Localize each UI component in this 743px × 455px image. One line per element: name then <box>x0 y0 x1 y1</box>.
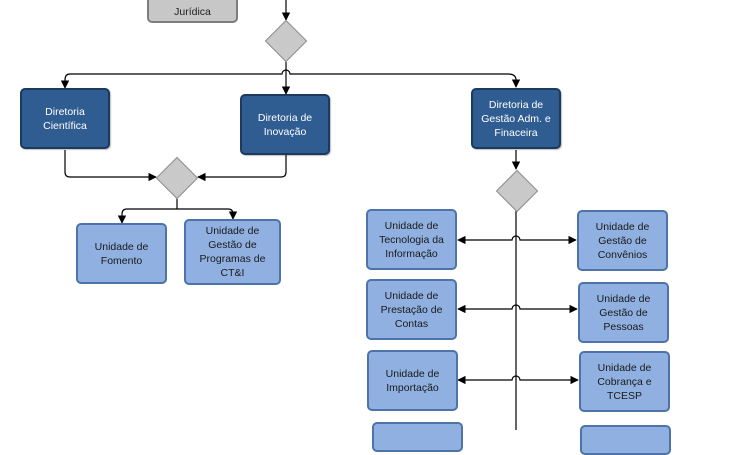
unit-programas-label: Unidade de Gestão de Programas de CT&I <box>199 225 266 279</box>
unit-programas[interactable]: Unidade de Gestão de Programas de CT&I <box>184 219 281 285</box>
connector-row3 <box>457 375 579 385</box>
directorate-inovacao-label: Diretoria de Inovação <box>257 111 313 138</box>
unit-gestao-pessoas[interactable]: Unidade de Gestão de Pessoas <box>578 282 669 343</box>
connector-left-branch <box>127 208 238 220</box>
connector-to-fomento <box>117 208 128 224</box>
unit-partial-left[interactable] <box>372 422 463 452</box>
connector-row1 <box>457 235 577 245</box>
unit-importacao-label: Unidade de Importação <box>385 367 440 394</box>
connector-branch-horizontal <box>70 69 517 81</box>
directorate-gestao-label: Diretoria de Gestão Adm. e Finaceira <box>481 98 551 139</box>
unit-prestacao-contas[interactable]: Unidade de Prestação de Contas <box>366 279 457 340</box>
unit-tecnologia[interactable]: Unidade de Tecnologia da Informação <box>366 209 457 270</box>
connector-row2 <box>457 304 578 314</box>
directorate-cientifica[interactable]: Diretoria Científica <box>20 88 110 149</box>
unit-convenios-label: Unidade de Gestão de Convênios <box>595 220 650 261</box>
connector-inovacao-to-gateway <box>197 155 287 182</box>
unit-fomento[interactable]: Unidade de Fomento <box>76 223 167 284</box>
unit-fomento-label: Unidade de Fomento <box>94 240 149 267</box>
unit-cobranca[interactable]: Unidade de Cobrança e TCESP <box>579 351 670 412</box>
directorate-gestao[interactable]: Diretoria de Gestão Adm. e Finaceira <box>471 88 561 149</box>
unit-cobranca-label: Unidade de Cobrança e TCESP <box>597 361 652 402</box>
unit-convenios[interactable]: Unidade de Gestão de Convênios <box>577 210 668 271</box>
directorate-inovacao[interactable]: Diretoria de Inovação <box>240 94 330 155</box>
unit-tecnologia-label: Unidade de Tecnologia da Informação <box>379 219 444 260</box>
unit-gestao-pessoas-label: Unidade de Gestão de Pessoas <box>596 292 651 333</box>
directorate-cientifica-label: Diretoria Científica <box>43 105 87 132</box>
connector-lines <box>60 0 579 430</box>
connector-cientifica-to-gateway <box>64 150 157 182</box>
unit-importacao[interactable]: Unidade de Importação <box>367 350 458 411</box>
top-box-label: Jurídica <box>174 6 211 18</box>
top-box-juridica[interactable]: Jurídica <box>147 0 238 23</box>
unit-prestacao-contas-label: Unidade de Prestação de Contas <box>380 289 443 330</box>
connector-to-cientifica <box>60 73 71 89</box>
